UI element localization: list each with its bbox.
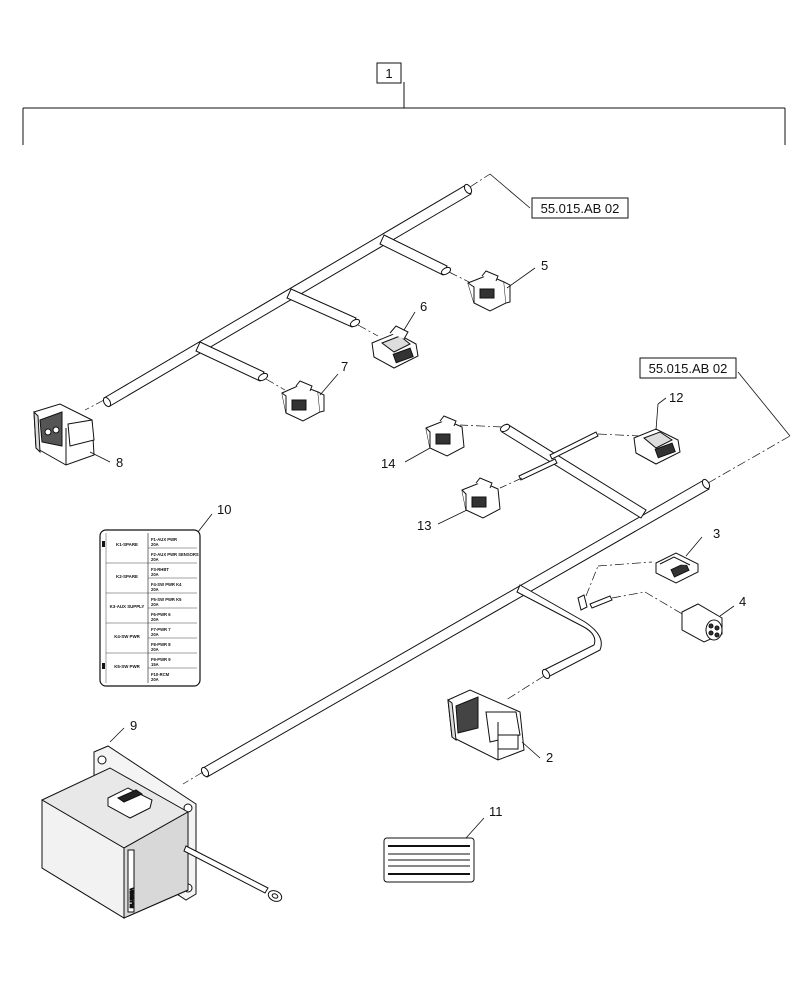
upper-harness xyxy=(102,183,473,408)
callout-8: 8 xyxy=(89,451,123,470)
lower-reference: 55.015.AB 02 xyxy=(639,357,737,379)
callout-6-number: 6 xyxy=(420,299,427,314)
fuse-rating-f1: 20A xyxy=(151,542,159,547)
fuse-rating-f7: 20A xyxy=(151,632,159,637)
connector-7[interactable] xyxy=(281,380,325,422)
upper-reference: 55.015.AB 02 xyxy=(531,197,629,219)
callout-6: 6 xyxy=(403,299,427,331)
callout-2-number: 2 xyxy=(546,750,553,765)
fuse-decal: K1-SPARE K2-SPARE K3-AUX SUPPLY K4-SW PW… xyxy=(99,529,201,687)
callout-12: 12 xyxy=(655,390,683,431)
callout-11-number: 11 xyxy=(489,804,503,819)
relay-label-k3: K3-AUX SUPPLY xyxy=(110,604,145,609)
connector-6[interactable] xyxy=(371,325,419,369)
callout-13-number: 13 xyxy=(417,518,431,533)
upper-reference-label: 55.015.AB 02 xyxy=(541,201,620,216)
fuse-name-f5: F5-SW PWR K5 xyxy=(151,597,182,602)
callout-14-number: 14 xyxy=(381,456,395,471)
callout-2: 2 xyxy=(521,741,553,765)
callout-14: 14 xyxy=(381,447,431,471)
fuse-name-f9: F9-PWR 9 xyxy=(151,657,171,662)
fuse-rating-f6: 20A xyxy=(151,617,159,622)
fuse-name-f1: F1-AUX PWR xyxy=(151,537,177,542)
assembly-bracket xyxy=(22,82,786,145)
fuse-name-f8: F8-PWR 8 xyxy=(151,642,171,647)
fuse-rating-f9: 15A xyxy=(151,662,159,667)
connector-13[interactable] xyxy=(461,477,501,519)
label-strip xyxy=(383,837,475,883)
connector-12[interactable] xyxy=(633,428,681,465)
connector-2[interactable] xyxy=(447,689,525,761)
ground-cable xyxy=(183,845,283,902)
upper-ref-leader xyxy=(489,173,531,209)
fuse-name-f2: F2-AUX PWR SENSORS xyxy=(151,552,199,557)
callout-7-number: 7 xyxy=(341,359,348,374)
fuse-rating-f2: 20A xyxy=(151,557,159,562)
callout-13: 13 xyxy=(417,509,468,533)
fuse-name-f6: F6-PWR 6 xyxy=(151,612,171,617)
relay-label-k4: K4-SW PWR xyxy=(114,634,140,639)
callout-3: 3 xyxy=(685,526,720,557)
lower-reference-label: 55.015.AB 02 xyxy=(649,361,728,376)
callout-9: 9 xyxy=(109,718,137,743)
fuse-name-f4: F4-SW PWR K4 xyxy=(151,582,182,587)
connector-14[interactable] xyxy=(425,415,465,457)
fuse-name-f10: F10-RCM xyxy=(151,672,170,677)
fuse-decal-grid xyxy=(106,547,197,669)
callout-12-number: 12 xyxy=(669,390,683,405)
lower-harness xyxy=(200,423,711,778)
fuse-rating-f3: 20A xyxy=(151,572,159,577)
fuse-name-f3: F3-RHBT xyxy=(151,567,169,572)
fuse-rating-f8: 20A xyxy=(151,647,159,652)
callout-assembly-number: 1 xyxy=(385,66,392,81)
relay-label-k5: K5-SW PWR xyxy=(114,664,140,669)
relay-label-k1: K1-SPARE xyxy=(116,542,138,547)
relay-label-k2: K2-SPARE xyxy=(116,574,138,579)
lower-leaders xyxy=(182,424,791,785)
callout-8-number: 8 xyxy=(116,455,123,470)
callout-4-number: 4 xyxy=(739,594,746,609)
callout-assembly: 1 xyxy=(376,62,402,84)
callout-5-number: 5 xyxy=(541,258,548,273)
callout-4: 4 xyxy=(719,594,746,617)
fuse-rating-f5: 20A xyxy=(151,602,159,607)
fuse-rating-f10: 20A xyxy=(151,677,159,682)
fuse-rating-f4: 20A xyxy=(151,587,159,592)
callout-5: 5 xyxy=(506,258,548,289)
connector-4[interactable] xyxy=(681,603,723,643)
callout-11: 11 xyxy=(465,804,503,839)
fuse-name-f7: F7-PWR 7 xyxy=(151,627,171,632)
callout-7: 7 xyxy=(319,359,348,396)
callout-10: 10 xyxy=(197,502,231,533)
fuse-box[interactable]: BLUESEA xyxy=(41,745,197,919)
connector-8[interactable] xyxy=(33,403,95,466)
connector-5[interactable] xyxy=(467,270,511,312)
lower-ref-leader xyxy=(737,371,791,437)
callout-9-number: 9 xyxy=(130,718,137,733)
callout-3-number: 3 xyxy=(713,526,720,541)
connector-3[interactable] xyxy=(655,552,699,584)
callout-10-number: 10 xyxy=(217,502,231,517)
box-brand: BLUESEA xyxy=(129,888,134,908)
